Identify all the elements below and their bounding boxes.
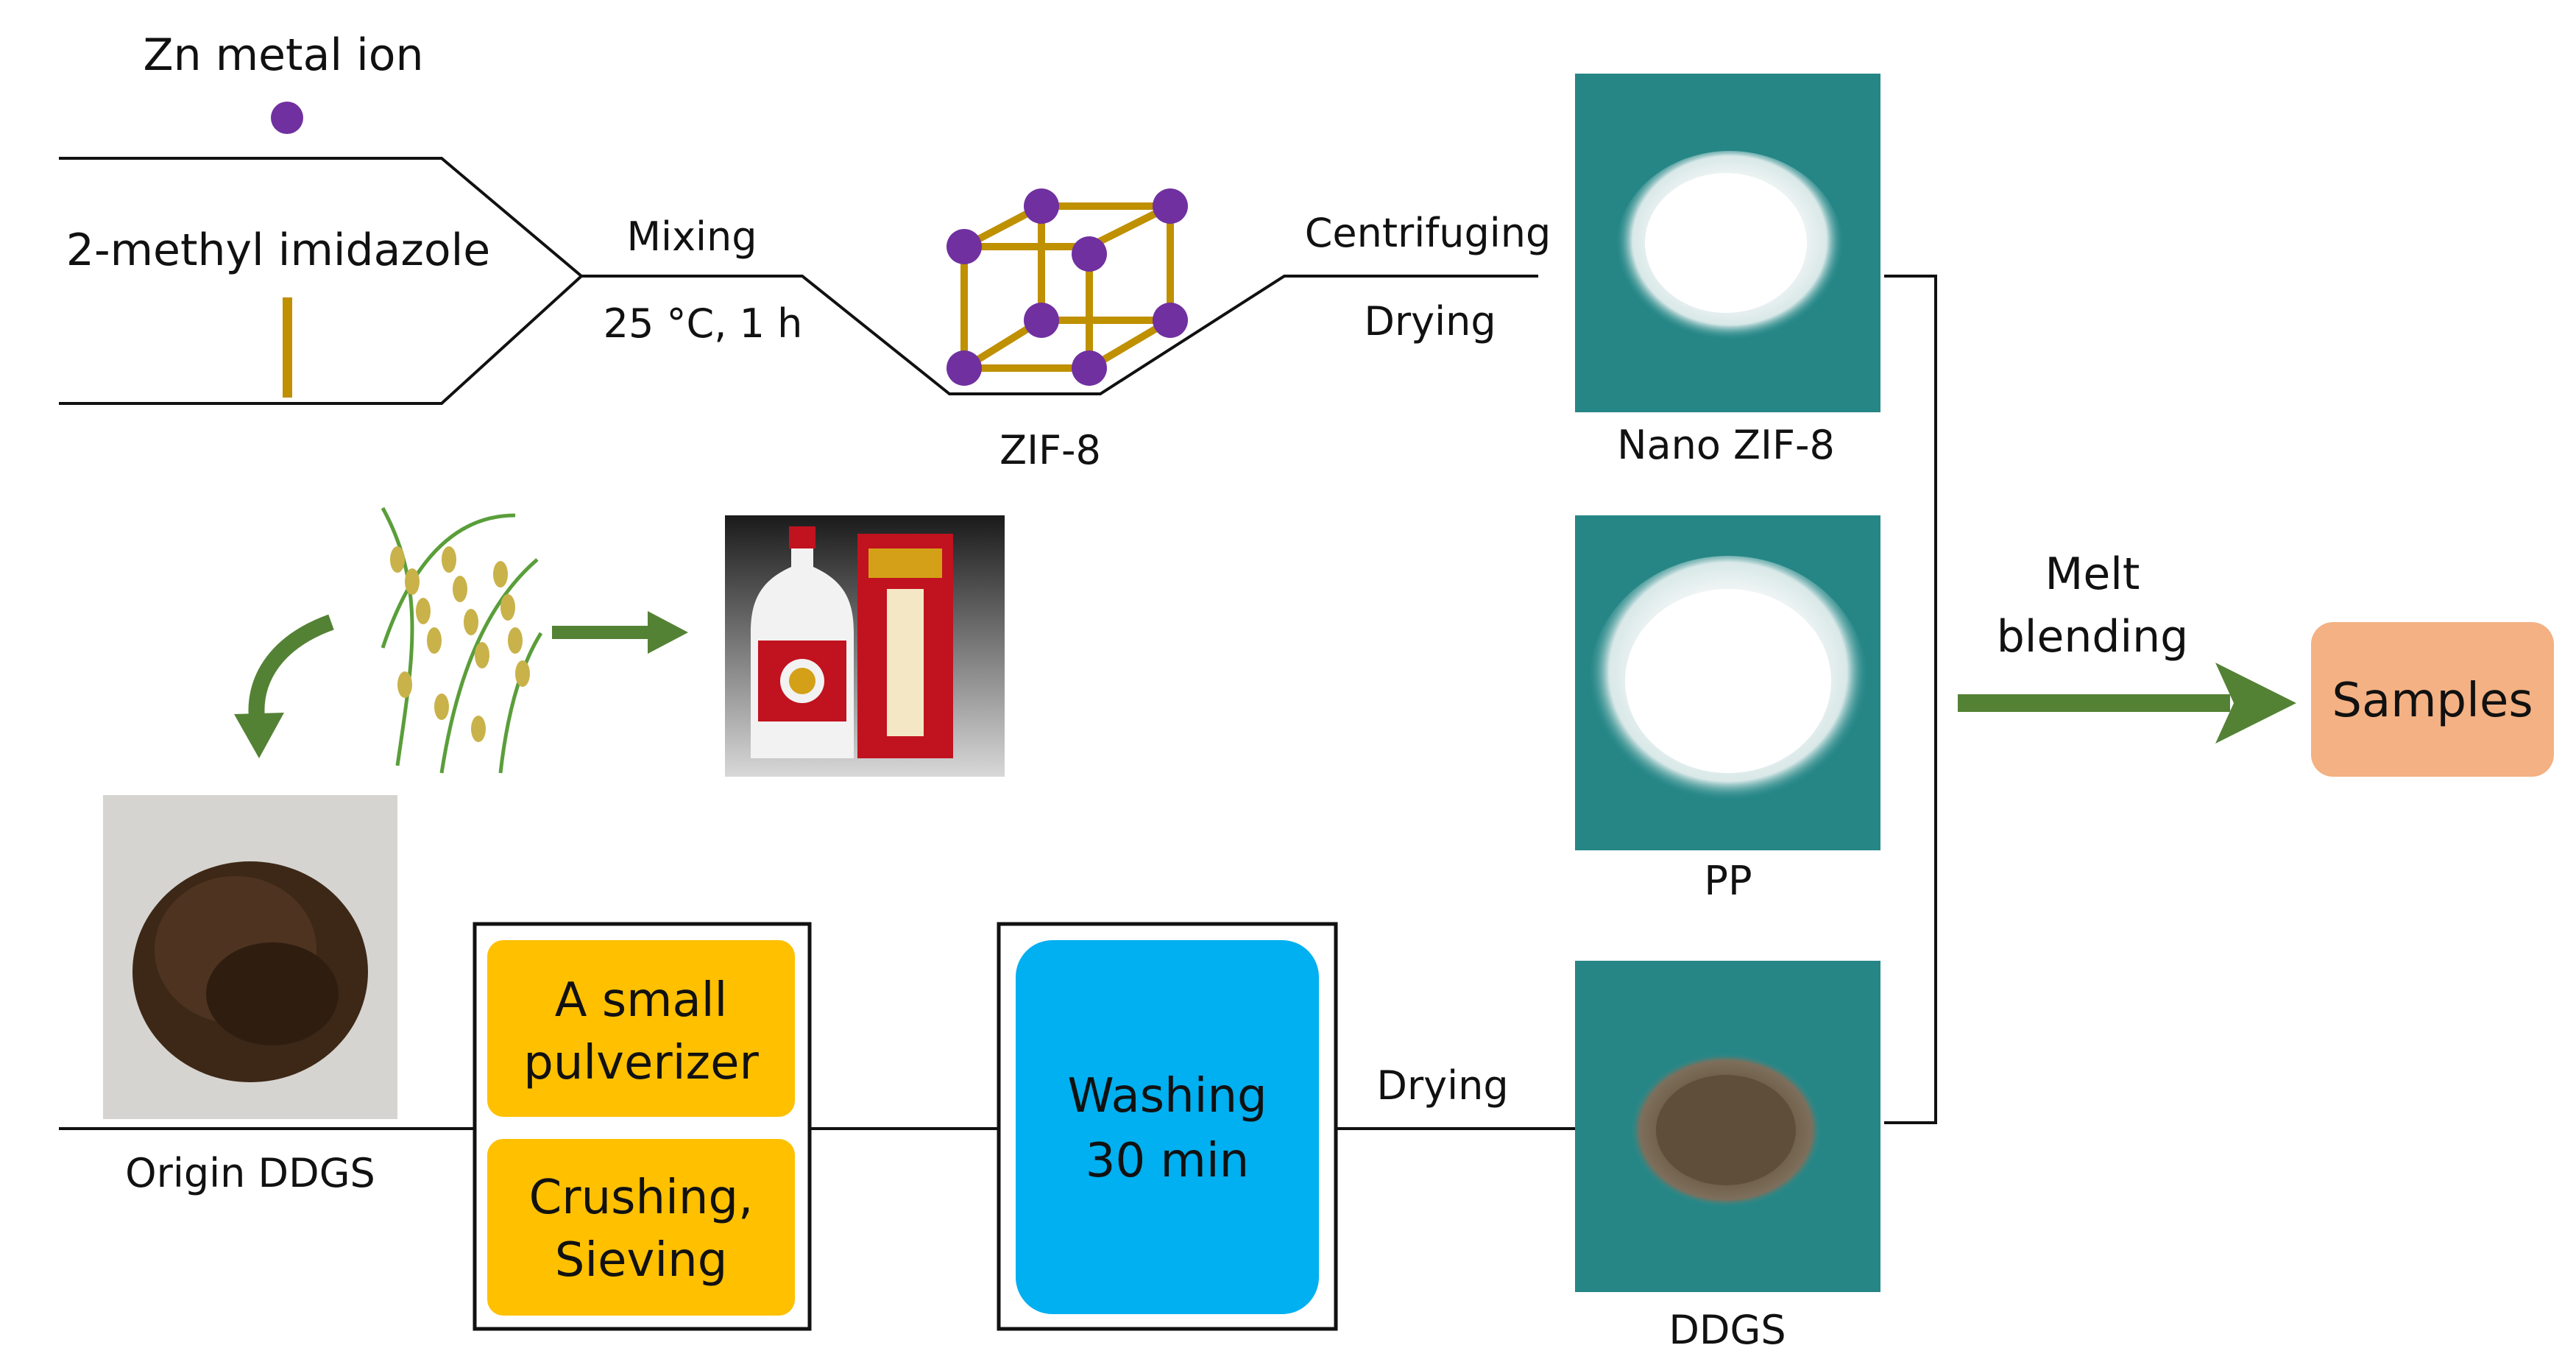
zn-ion-dot <box>271 102 303 134</box>
melt-label-line1: Melt <box>2045 548 2140 600</box>
ddgs-label: DDGS <box>1669 1307 1786 1353</box>
pulverizer-line1: A small <box>555 973 728 1028</box>
zn-ion-label: Zn metal ion <box>143 29 423 81</box>
imidazole-label: 2-methyl imidazole <box>66 225 490 276</box>
samples-label: Samples <box>2332 674 2533 728</box>
crushing-line2: Sieving <box>555 1233 728 1288</box>
melt-label-line2: blending <box>1997 611 2189 663</box>
crushing-box <box>487 1139 795 1316</box>
mixing-conditions-label: 25 °C, 1 h <box>604 300 803 347</box>
washing-box <box>1016 940 1319 1314</box>
washing-line2: 30 min <box>1086 1134 1249 1188</box>
origin-ddgs-label: Origin DDGS <box>125 1150 375 1196</box>
crushing-line1: Crushing, <box>529 1171 754 1225</box>
synthesis-flow-lines <box>59 157 1538 405</box>
merge-bracket <box>1884 275 1937 1124</box>
washing-line1: Washing <box>1067 1069 1267 1123</box>
nano-zif8-label: Nano ZIF-8 <box>1617 422 1835 468</box>
zif8-cube-icon <box>960 202 1174 372</box>
pulverizer-box <box>487 940 795 1117</box>
melt-blending-arrow <box>1958 663 2296 744</box>
rice-to-ddgs-curved-arrow <box>234 614 334 758</box>
mixing-label: Mixing <box>626 214 757 260</box>
zif8-zn-nodes <box>946 188 1188 386</box>
imidazole-linker-bar <box>283 297 292 398</box>
zif8-label: ZIF-8 <box>999 427 1101 473</box>
centrifuging-label: Centrifuging <box>1305 210 1551 256</box>
samples-box <box>2311 622 2554 777</box>
pp-photo <box>1575 515 1880 850</box>
ddgs-photo <box>1575 961 1880 1292</box>
drying-top-label: Drying <box>1364 298 1496 345</box>
origin-ddgs-photo <box>103 795 397 1119</box>
liquor-bottles-photo <box>725 515 1005 777</box>
nano-zif8-photo <box>1575 74 1880 412</box>
drying-bottom-label: Drying <box>1376 1062 1508 1109</box>
rice-to-liquor-arrow <box>552 611 688 654</box>
pp-label: PP <box>1704 858 1752 904</box>
rice-plant-icon <box>357 482 543 777</box>
pulverizer-line2: pulverizer <box>523 1036 759 1090</box>
